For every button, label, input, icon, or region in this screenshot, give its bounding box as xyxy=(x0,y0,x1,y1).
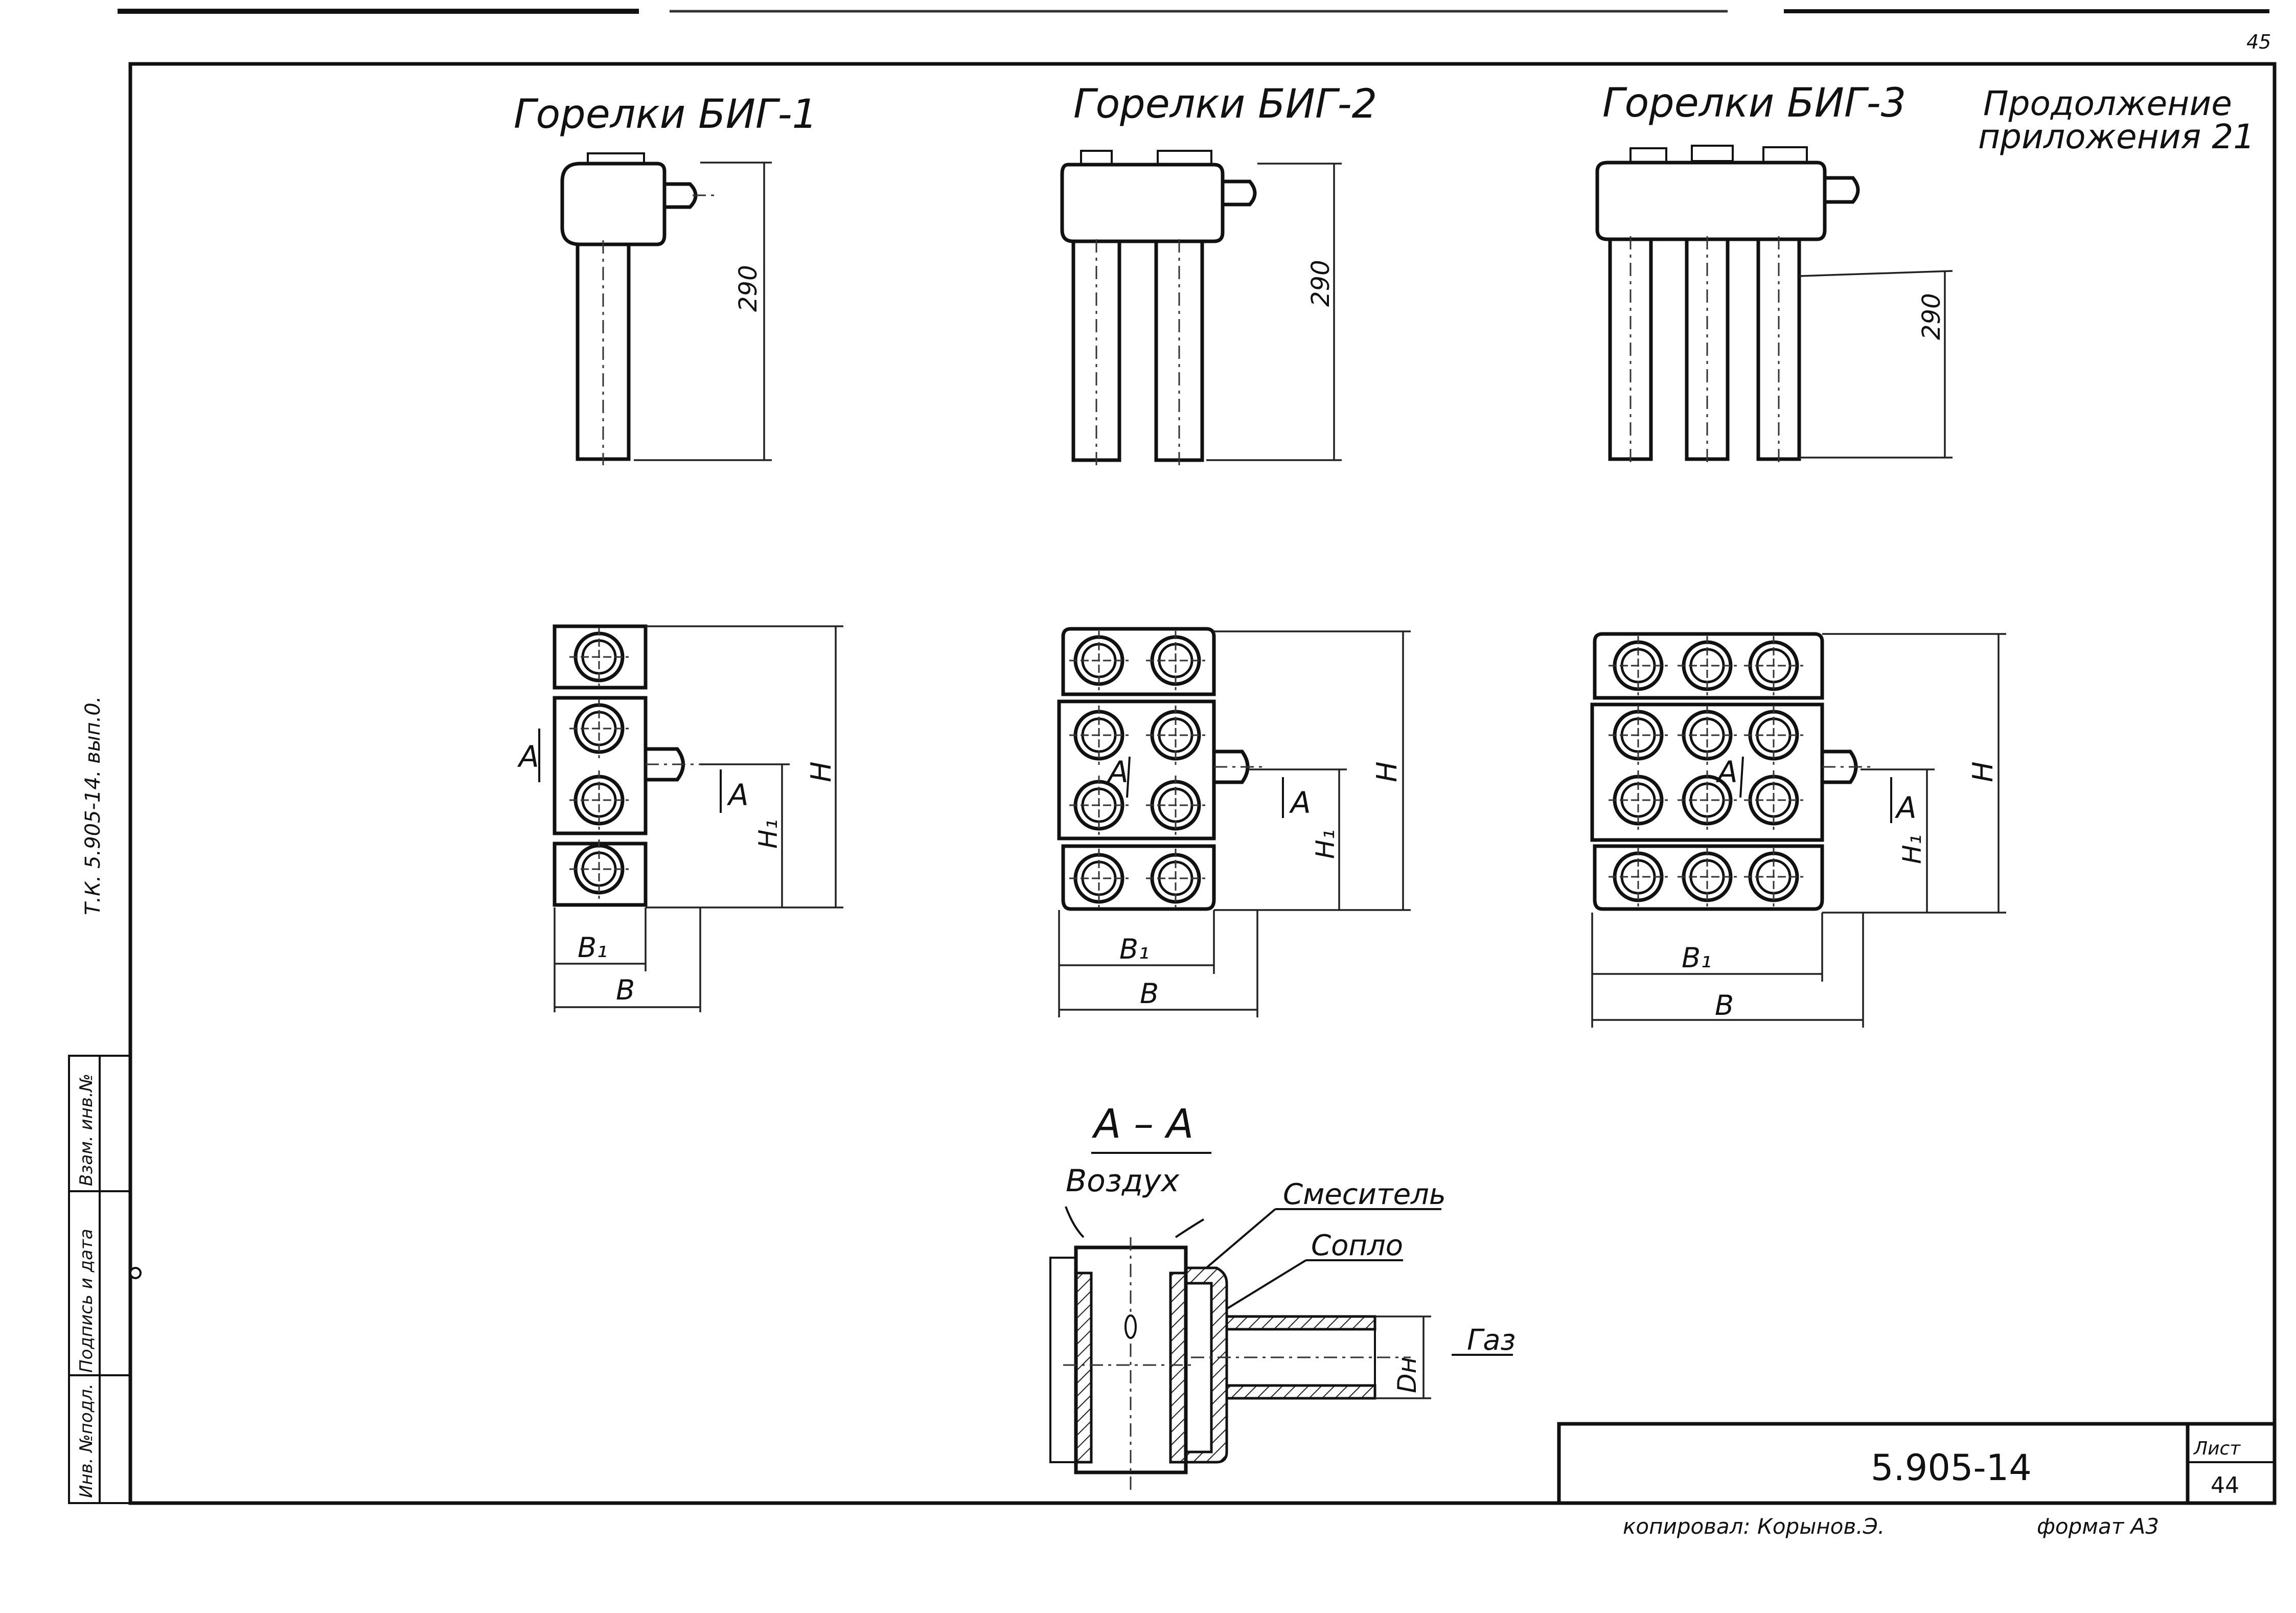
big-3-dim-H: H xyxy=(1967,761,1999,782)
big-2-dim-B1: B₁ xyxy=(1119,933,1150,965)
big-3-length-dim: 290 xyxy=(1917,293,1946,340)
label-gas: Газ xyxy=(1467,1324,1516,1357)
big-3-dim-H1: H₁ xyxy=(1897,834,1927,864)
big-1-front-view: 290 xyxy=(560,152,772,465)
title-big-2: Горелки БИГ-2 xyxy=(1073,81,1377,127)
sheet-format: формат А3 xyxy=(2037,1514,2159,1539)
continuation-note-line1: Продолжение xyxy=(1983,84,2232,123)
stamp-cell-inv: Инв. №подл. xyxy=(76,1383,97,1498)
section-title: A – A xyxy=(1091,1101,1193,1147)
big-1-plan-view: A A H H₁ B₁ B xyxy=(517,624,843,1012)
big-2-dim-H1: H₁ xyxy=(1311,829,1340,859)
big-2-dim-B: B xyxy=(1140,978,1159,1010)
label-mixer: Смеситель xyxy=(1283,1178,1446,1211)
continuation-note-line2: приложения 21 xyxy=(1978,117,2255,156)
big-3-dim-B1: B₁ xyxy=(1682,942,1712,974)
big-2-section-mark-right: A xyxy=(1289,785,1311,820)
stamp-cell-sign: Подпись и дата xyxy=(76,1229,97,1373)
big-3-front-view: 290 xyxy=(1595,145,1953,465)
sheet-frame xyxy=(118,9,2277,1505)
title-block: 5.905-14 Лист 44 копировал: Корынов.Э. ф… xyxy=(1557,1422,2277,1539)
big-2-length-dim: 290 xyxy=(1306,260,1335,307)
big-3-section-mark-right: A xyxy=(1894,790,1917,825)
title-big-3: Горелки БИГ-3 xyxy=(1602,80,1906,126)
label-air: Воздух xyxy=(1066,1163,1180,1199)
sheet-label: Лист xyxy=(2193,1438,2241,1459)
title-big-1: Горелки БИГ-1 xyxy=(514,92,817,138)
big-2-front-view: 290 xyxy=(1060,150,1342,465)
big-1-dim-H: H xyxy=(805,761,837,782)
big-1-dim-B: B xyxy=(616,974,635,1006)
label-nozzle: Сопло xyxy=(1311,1229,1403,1262)
big-3-plan-view: A A H H₁ B₁ B xyxy=(1590,632,2006,1028)
section-a-a: A – A Воздух Смеситель Сопло Газ Dн xyxy=(1049,1101,1516,1493)
big-3-section-mark-left: A xyxy=(1715,755,1738,789)
big-2-section-mark-left: A xyxy=(1106,755,1129,789)
big-1-length-dim: 290 xyxy=(734,265,763,312)
big-1-dim-H1: H₁ xyxy=(753,819,783,849)
big-1-dim-B1: B₁ xyxy=(578,932,608,964)
big-2-plan-view: A A H H₁ B₁ B xyxy=(1057,627,1411,1017)
big-3-dim-B: B xyxy=(1715,989,1734,1021)
label-dn: Dн xyxy=(1392,1357,1422,1393)
big-1-section-mark-left: A xyxy=(517,739,539,774)
big-1-section-mark-right: A xyxy=(726,778,749,812)
drawing-code: 5.905-14 xyxy=(1871,1447,2032,1489)
vertical-series-note: Т.К. 5.905-14. вып.0. xyxy=(81,696,105,915)
copied-by: копировал: Корынов.Э. xyxy=(1623,1514,1885,1539)
left-stamp: Инв. №подл. Подпись и дата Взам. инв.№ xyxy=(68,1055,142,1504)
corner-page-number: 45 xyxy=(2246,31,2271,53)
sheet-number: 44 xyxy=(2211,1472,2239,1498)
big-2-dim-H: H xyxy=(1371,761,1403,782)
stamp-cell-replace: Взам. инв.№ xyxy=(76,1074,97,1186)
